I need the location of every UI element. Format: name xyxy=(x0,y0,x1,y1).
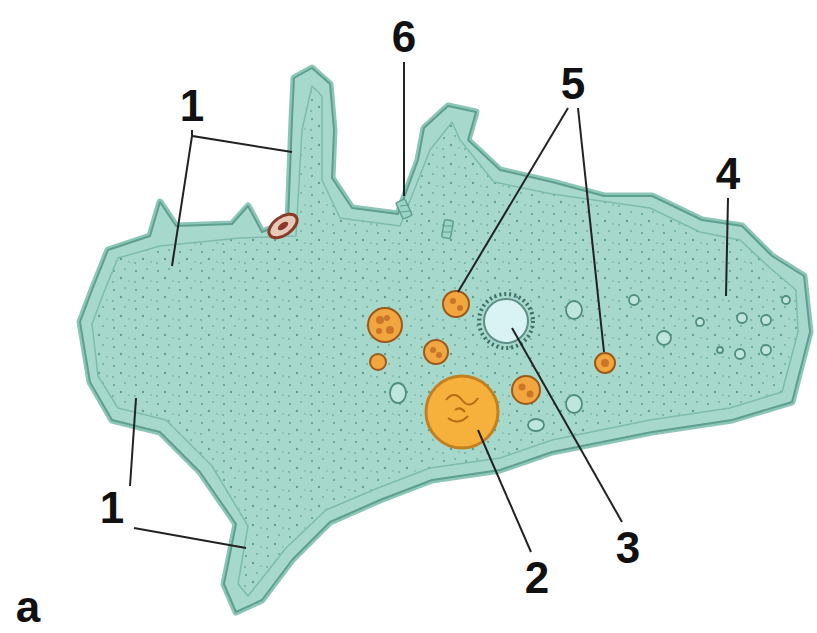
food-particles xyxy=(265,199,454,243)
callout-number: 2 xyxy=(525,556,549,600)
callout-number: 3 xyxy=(616,526,640,570)
figure-letter: а xyxy=(16,585,40,629)
small-vacuoles xyxy=(390,295,790,431)
callout-number: 5 xyxy=(561,62,585,106)
callout-number: 6 xyxy=(392,15,416,59)
amoeba-body xyxy=(80,68,810,612)
contractile-vacuole xyxy=(479,294,533,348)
callout-number: 4 xyxy=(716,152,740,196)
digestive-vacuoles xyxy=(368,291,615,404)
callout-number: 1 xyxy=(100,486,124,530)
vacuole-texture xyxy=(376,298,609,398)
leader-lines xyxy=(130,62,728,552)
nucleus xyxy=(426,376,498,448)
callout-number: 1 xyxy=(180,84,204,128)
